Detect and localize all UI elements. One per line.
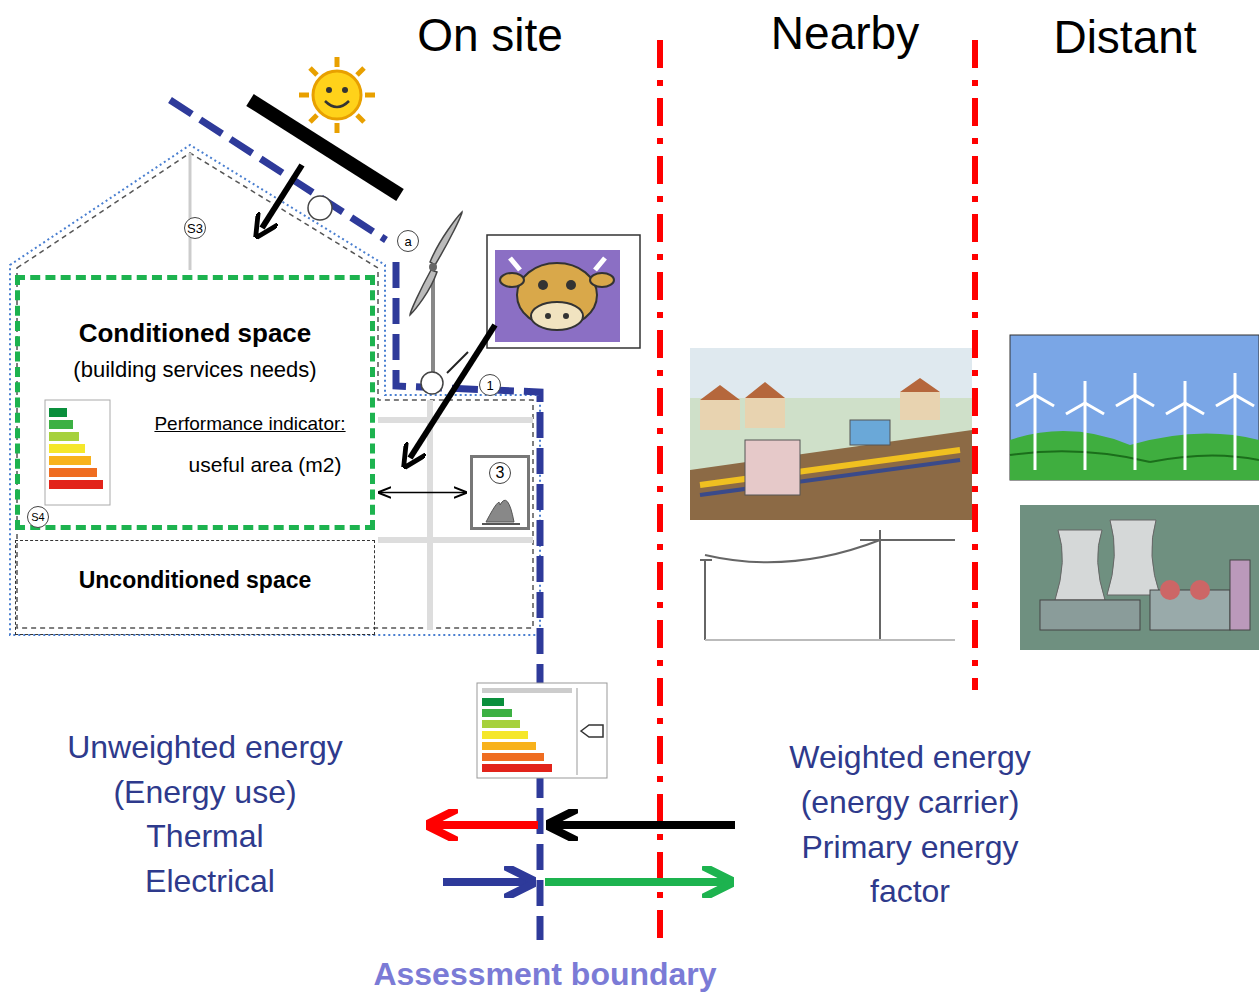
zone-heading: On site [417, 10, 563, 61]
label-text: Electrical [145, 864, 275, 899]
node-heading: 3 [489, 462, 511, 484]
node-heading: Unconditioned space [79, 567, 312, 594]
label-text: (energy carrier) [801, 785, 1020, 820]
label-text: Weighted energy [789, 740, 1030, 775]
callout-number: S4 [27, 506, 49, 528]
label-text: (Energy use) [113, 775, 296, 810]
callout-number: S3 [184, 217, 206, 239]
label-text: Thermal [146, 819, 263, 854]
energy-label [477, 683, 607, 778]
unconditioned-space: Unconditioned space [15, 540, 375, 635]
node-heading: Conditioned space [79, 318, 312, 349]
label-text: Primary energy [802, 830, 1019, 865]
node-text: Performance indicator: [154, 413, 345, 435]
label-text: factor [870, 874, 950, 909]
sun [299, 57, 375, 133]
node-text: (building services needs) [73, 357, 316, 383]
label-text: Unweighted energy [67, 730, 343, 765]
zone-heading: Distant [1053, 12, 1196, 63]
district-network [690, 348, 972, 520]
biomass-cow [487, 235, 640, 348]
connector-arrow [379, 492, 466, 494]
power-plant [1020, 505, 1259, 650]
wind-farm [1010, 335, 1259, 480]
house-inner [17, 153, 533, 628]
callout-number: a [397, 230, 419, 252]
energy-label [45, 400, 110, 505]
conditioned-space: Conditioned space (building services need… [15, 275, 375, 530]
power-line [700, 530, 955, 640]
node-text: useful area (m2) [189, 453, 342, 477]
wind-turbine [410, 212, 468, 380]
boiler-box: 3 [470, 455, 530, 530]
assessment-boundary [396, 262, 540, 940]
zone-line [972, 40, 978, 690]
zone-line [657, 40, 663, 945]
label-text: Assessment boundary [373, 957, 716, 992]
zone-heading: Nearby [771, 8, 919, 59]
callout-number: 1 [479, 374, 501, 396]
